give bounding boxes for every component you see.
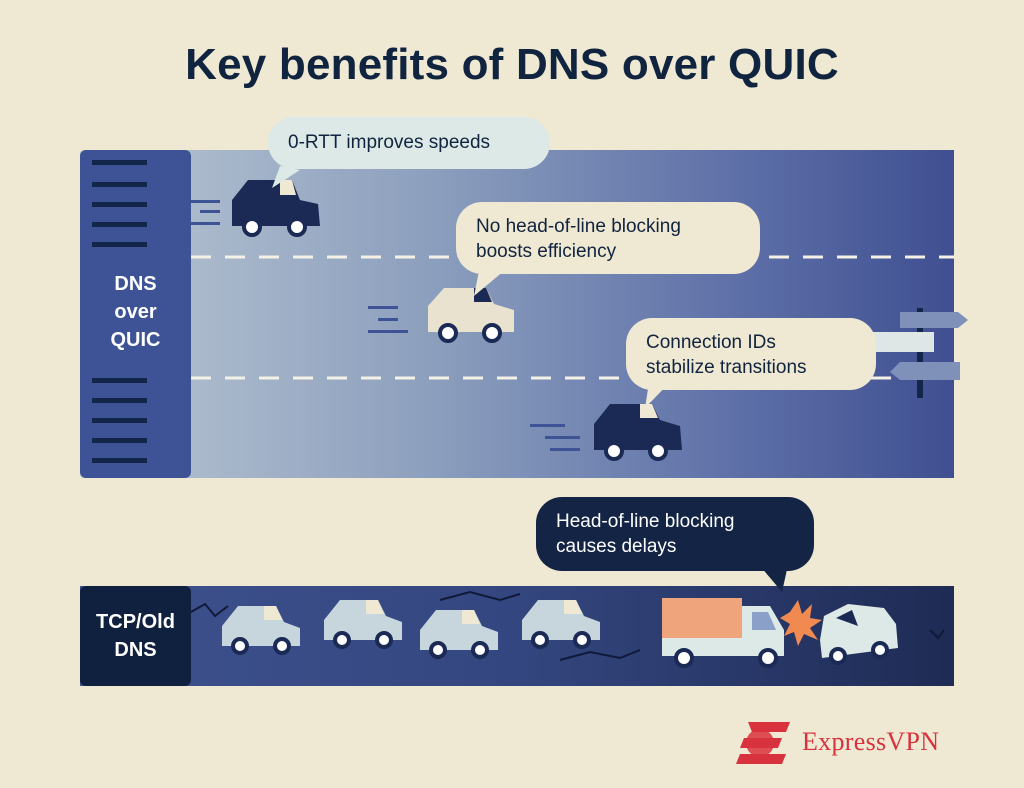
tcp-lane-label-box <box>80 586 191 686</box>
car-icon <box>368 288 514 343</box>
signpost-icon <box>862 308 968 398</box>
quic-lane-label: DNS over QUIC <box>110 273 161 351</box>
callout-no-hol-blocking: No head-of-line blocking boosts efficien… <box>456 202 760 274</box>
brand-name: ExpressVPN <box>802 727 940 756</box>
crash-burst-icon <box>780 600 822 646</box>
car-icon <box>324 600 402 649</box>
car-icon <box>222 606 300 655</box>
callout-hol-delays: Head-of-line blocking causes delays <box>536 497 814 571</box>
car-icon <box>420 610 498 659</box>
truck-icon <box>662 598 784 668</box>
callout-connection-ids: Connection IDs stabilize transitions <box>626 318 876 390</box>
page-title: Key benefits of DNS over QUIC <box>185 40 839 89</box>
callout-tail <box>272 166 300 188</box>
car-icon <box>190 180 320 237</box>
car-icon <box>530 404 682 461</box>
callout-0rtt: 0-RTT improves speeds <box>268 117 550 169</box>
car-icon <box>522 600 600 649</box>
crashed-car-icon <box>820 604 898 665</box>
tcp-lane-label: TCP/Old DNS <box>96 611 175 661</box>
quic-label-stripes <box>92 160 147 463</box>
expressvpn-logo-icon <box>736 722 790 764</box>
road-crack <box>190 590 945 661</box>
